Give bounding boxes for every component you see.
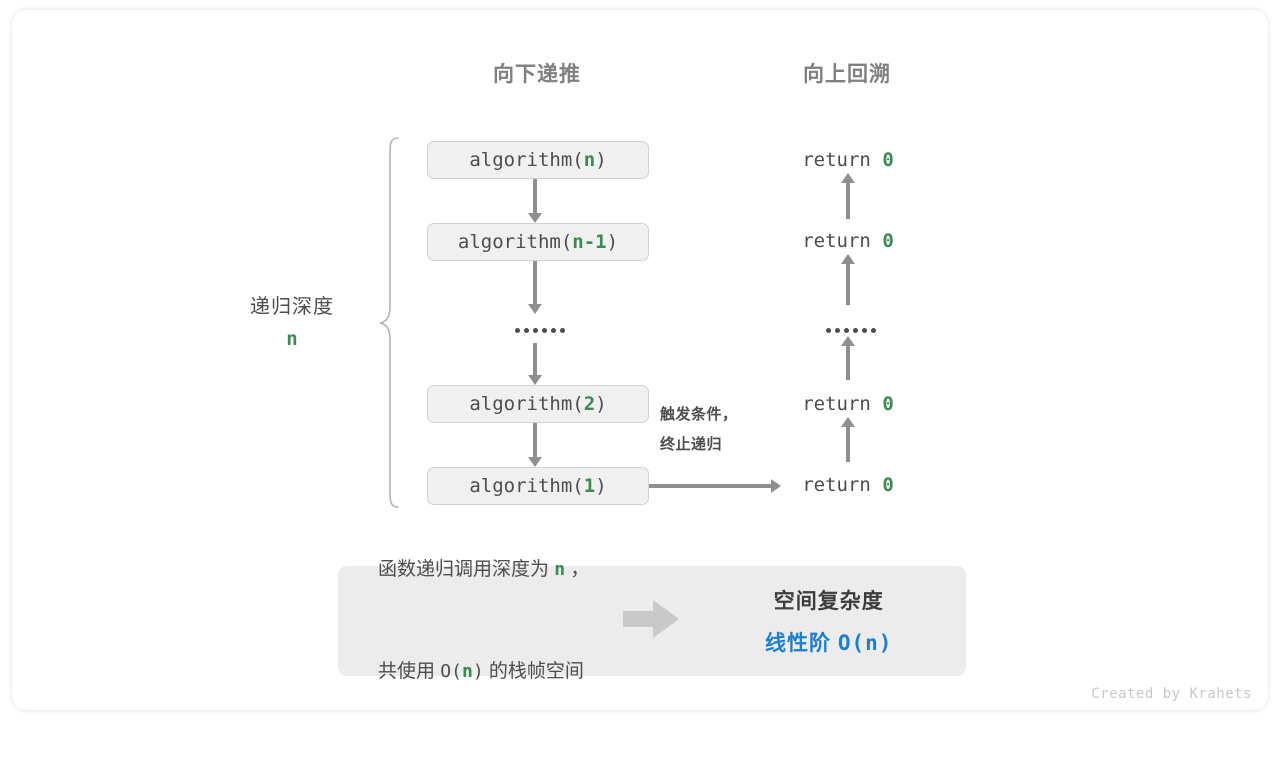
block-arrow-right-icon xyxy=(623,598,680,645)
call-box-suffix: ) xyxy=(595,475,607,497)
summary-description: 函数递归调用深度为 n ， 共使用 O(n) 的栈帧空间 xyxy=(338,485,589,757)
dot xyxy=(862,328,867,333)
call-box-n: algorithm(n) xyxy=(427,141,649,179)
call-box-2: algorithm(2) xyxy=(427,385,649,423)
recursion-depth-label: 递归深度 n xyxy=(212,290,372,350)
ellipsis-dots-left xyxy=(515,328,565,333)
call-box-prefix: algorithm( xyxy=(457,231,573,253)
recursion-depth-value: n xyxy=(286,328,298,350)
return-statement-4: return 0 xyxy=(723,474,973,496)
call-box-1: algorithm(1) xyxy=(427,467,649,505)
complexity-order: 线性阶 xyxy=(764,632,838,655)
dot xyxy=(835,328,840,333)
arrow-up-icon xyxy=(841,336,855,380)
call-box-suffix: ) xyxy=(595,393,607,415)
call-box-argument: 2 xyxy=(583,393,596,415)
recursion-depth-brace xyxy=(378,135,400,510)
complexity-notation: O(n) xyxy=(837,631,893,655)
arrow-up-icon xyxy=(841,173,855,219)
return-value: 0 xyxy=(882,474,894,496)
return-statement-1: return 0 xyxy=(723,149,973,171)
call-box-argument: n xyxy=(583,149,596,171)
dot xyxy=(871,328,876,333)
summary-line2-text-a: 共使用 xyxy=(378,661,441,682)
arrow-down-icon xyxy=(528,261,542,314)
arrow-down-icon xyxy=(528,179,542,223)
arrow-right-icon xyxy=(649,479,781,493)
call-box-argument: 1 xyxy=(583,475,596,497)
dot xyxy=(524,328,529,333)
summary-line2-bigo-open: O( xyxy=(440,661,462,682)
summary-line1-text-b: ， xyxy=(565,559,590,580)
return-keyword: return xyxy=(802,474,883,496)
call-box-n-minus-1: algorithm(n-1) xyxy=(427,223,649,261)
call-box-prefix: algorithm( xyxy=(469,149,584,171)
termination-condition-note: 触发条件， 终止递归 xyxy=(660,400,780,460)
summary-line2-bigo-close: ) xyxy=(472,661,484,682)
summary-result-value: 线性阶 O(n) xyxy=(709,627,948,657)
call-box-argument: n-1 xyxy=(572,231,607,253)
summary-line-2: 共使用 O(n) 的栈帧空间 xyxy=(378,655,589,689)
arrow-down-icon xyxy=(528,343,542,385)
summary-line2-text-b: 的栈帧空间 xyxy=(483,661,584,682)
credit-text: Created by Krahets xyxy=(1091,686,1252,702)
recursion-depth-text: 递归深度 xyxy=(250,296,334,318)
call-box-prefix: algorithm( xyxy=(469,393,584,415)
dot xyxy=(853,328,858,333)
return-keyword: return xyxy=(802,393,883,415)
return-value: 0 xyxy=(882,149,894,171)
return-value: 0 xyxy=(882,230,894,252)
termination-note-line1: 触发条件， xyxy=(660,406,738,423)
diagram-canvas: 向下递推 向上回溯 递归深度 n algorithm(n) algorithm(… xyxy=(12,10,1268,710)
return-keyword: return xyxy=(802,230,883,252)
call-box-suffix: ) xyxy=(595,149,607,171)
summary-line-1: 函数递归调用深度为 n ， xyxy=(378,553,589,587)
dot xyxy=(515,328,520,333)
dot xyxy=(542,328,547,333)
dot xyxy=(826,328,831,333)
dot xyxy=(551,328,556,333)
call-box-prefix: algorithm( xyxy=(469,475,584,497)
summary-line1-text-a: 函数递归调用深度为 xyxy=(378,559,555,580)
return-statement-2: return 0 xyxy=(723,230,973,252)
return-value: 0 xyxy=(882,393,894,415)
summary-result-title: 空间复杂度 xyxy=(773,590,884,613)
return-keyword: return xyxy=(802,149,883,171)
call-box-suffix: ) xyxy=(606,231,619,253)
termination-note-line2: 终止递归 xyxy=(660,436,723,453)
ellipsis-dots-right xyxy=(826,328,876,333)
dot xyxy=(560,328,565,333)
dot xyxy=(533,328,538,333)
arrow-up-icon xyxy=(841,417,855,462)
return-statement-3: return 0 xyxy=(723,393,973,415)
summary-line2-variable: n xyxy=(461,661,473,682)
summary-panel: 函数递归调用深度为 n ， 共使用 O(n) 的栈帧空间 空间复杂度 线性阶 O… xyxy=(338,559,966,682)
dot xyxy=(844,328,849,333)
summary-result: 空间复杂度 线性阶 O(n) xyxy=(709,585,966,657)
summary-line1-variable: n xyxy=(554,559,566,580)
arrow-down-icon xyxy=(528,423,542,467)
column-header-backtrack-up: 向上回溯 xyxy=(803,63,891,86)
arrow-up-icon xyxy=(841,254,855,305)
column-header-recurse-down: 向下递推 xyxy=(493,63,581,86)
